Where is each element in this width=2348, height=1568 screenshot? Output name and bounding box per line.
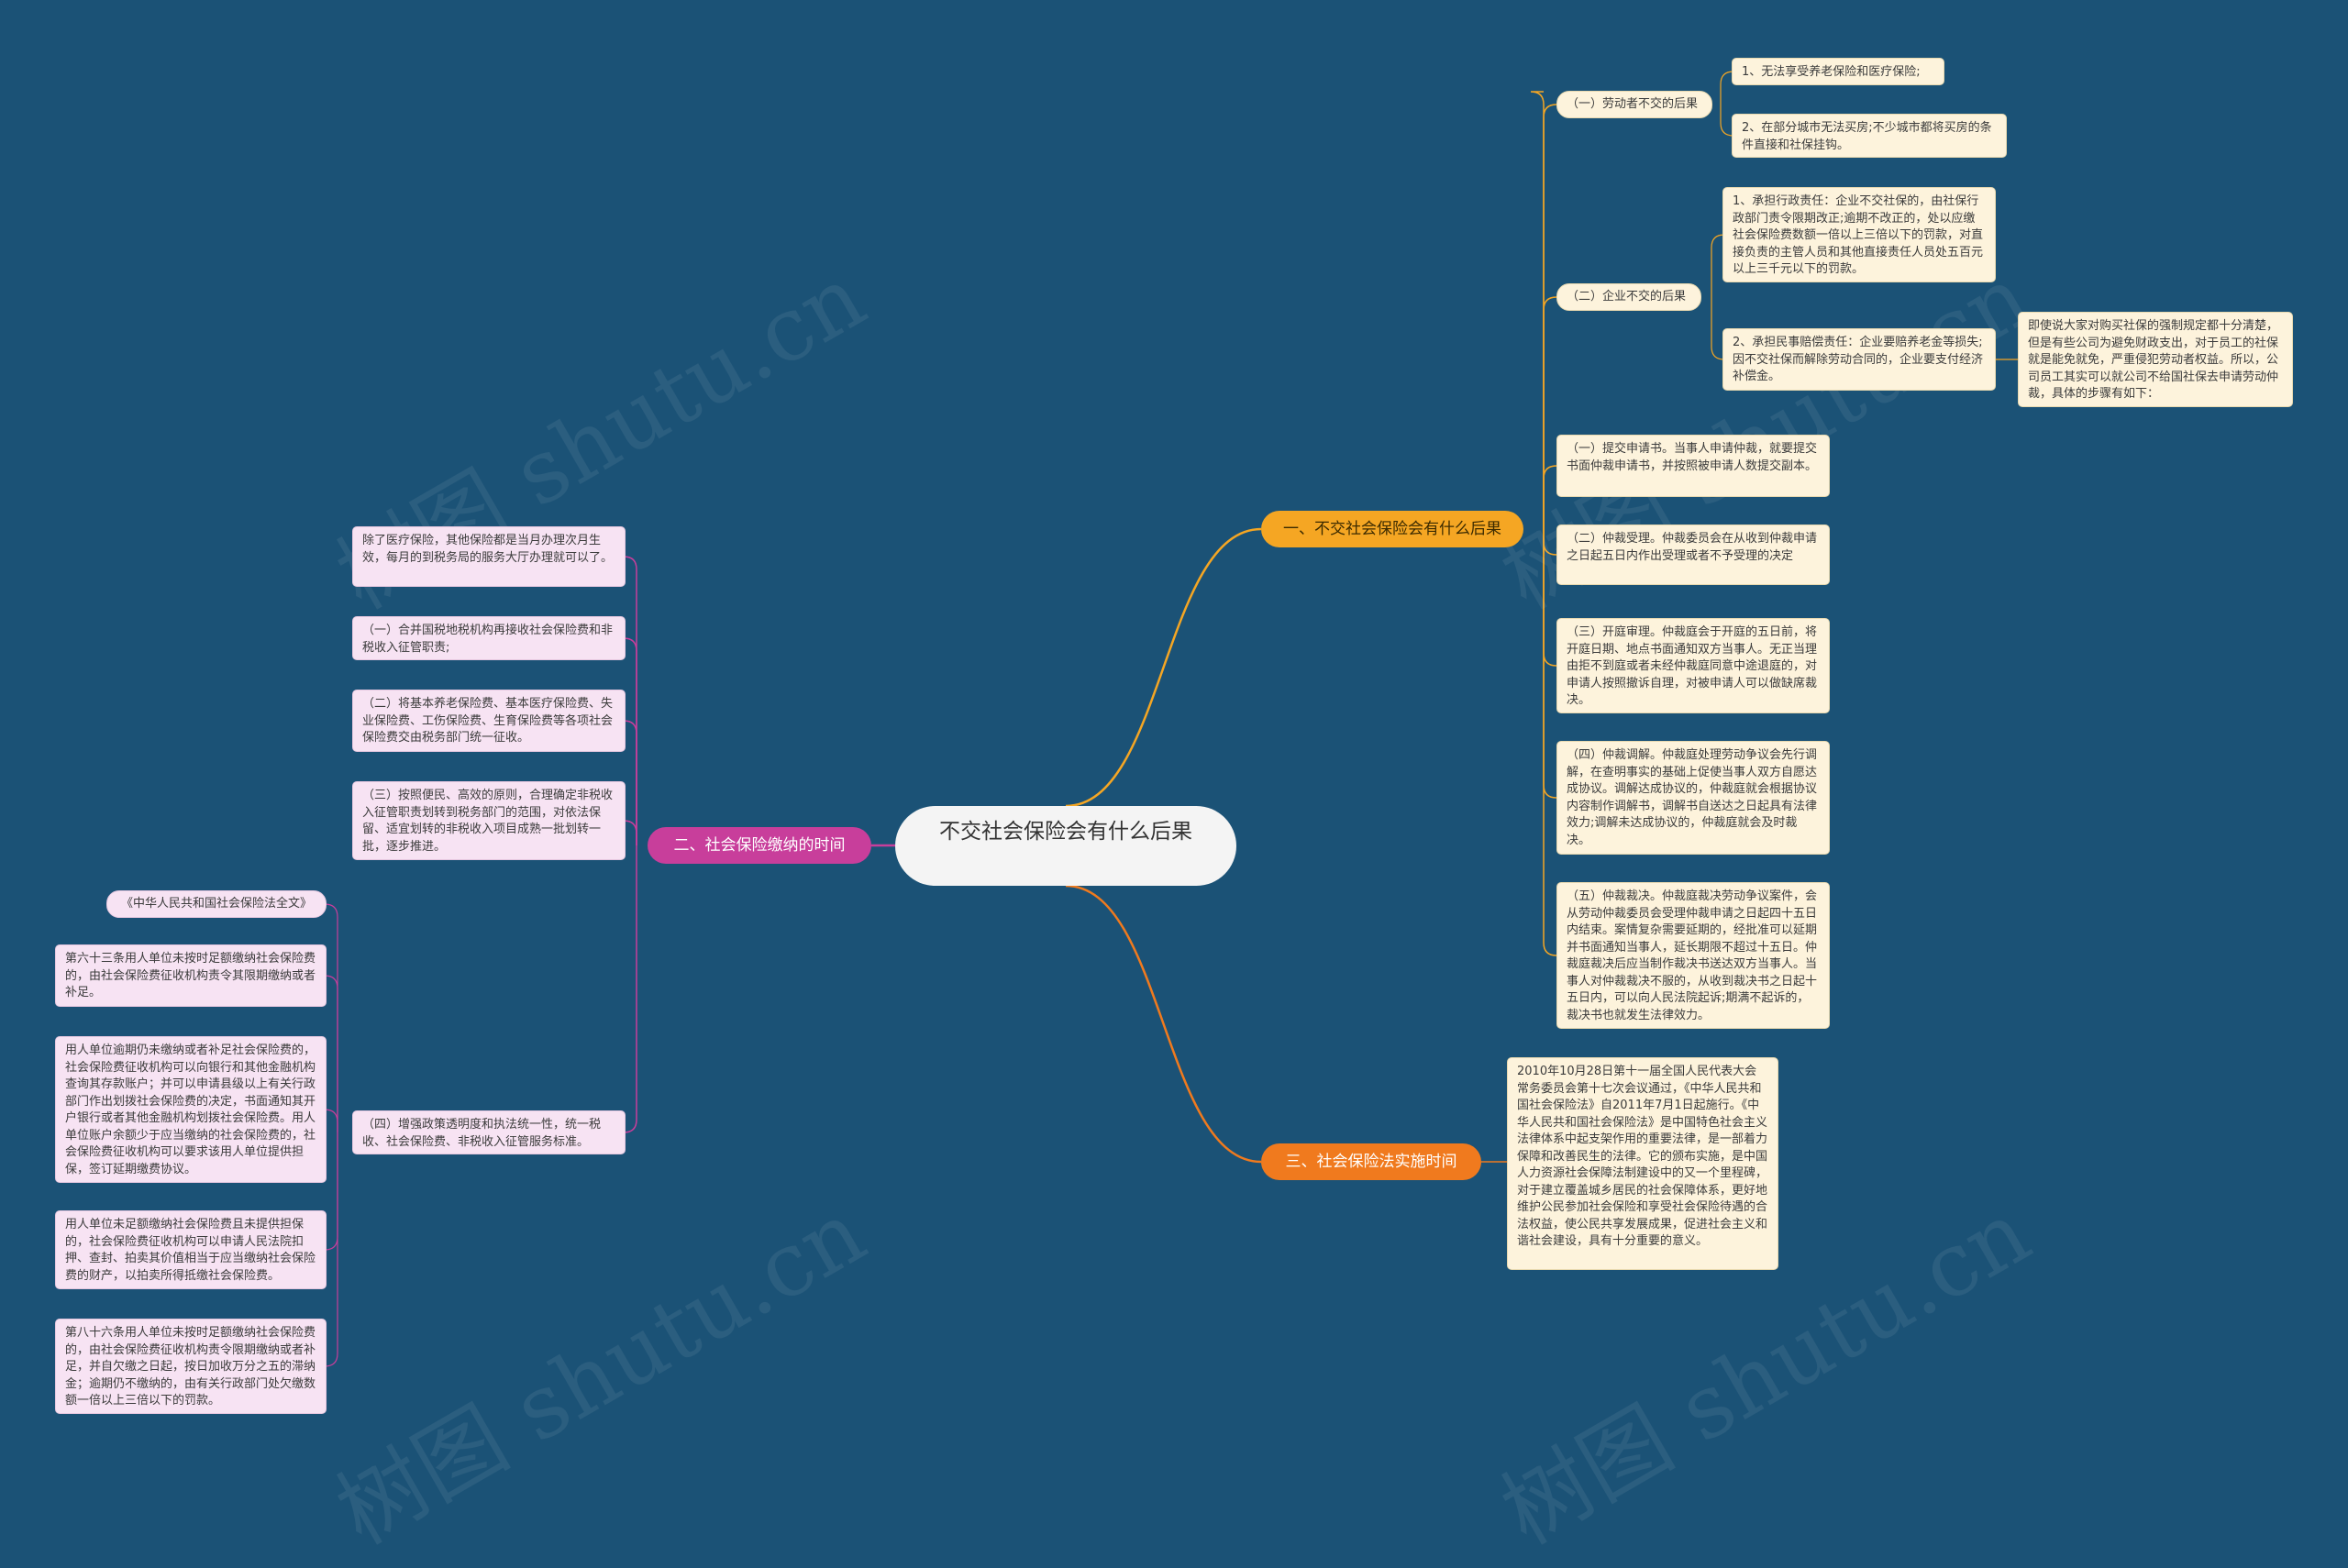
connector [623,845,637,1133]
social-insurance-law-ref[interactable]: 《中华人民共和国社会保险法全文》 [106,890,327,918]
worker-consequence-item[interactable]: 2、在部分城市无法买房;不少城市都将买房的条件直接和社保挂钩。 [1732,114,2007,158]
connector [1543,529,1557,799]
connector [1543,465,1557,529]
connector [1065,527,1262,808]
branch-consequences[interactable]: 一、不交社会保险会有什么后果 [1261,511,1523,547]
connector [324,1109,338,1132]
arbitration-step[interactable]: （五）仲裁裁决。仲裁庭裁决劳动争议案件，会从劳动仲裁委员会受理仲裁申请之日起四十… [1556,882,1830,1029]
connector [1543,529,1557,556]
root-topic[interactable]: 不交社会保险会有什么后果 [895,806,1236,886]
worker-consequence-node[interactable]: （一）劳动者不交的后果 [1556,91,1712,118]
connector [324,903,338,1132]
law-article[interactable]: 用人单位未足额缴纳社会保险费且未提供担保的，社会保险费征收机构可以申请人民法院扣… [55,1210,327,1289]
connector [1543,529,1557,956]
connector [1065,884,1262,1164]
payment-time-item[interactable]: 除了医疗保险，其他保险都是当月办理次月生效，每月的到税务局的服务大厅办理就可以了… [352,526,626,587]
connector [623,556,637,845]
payment-time-item[interactable]: （二）将基本养老保险费、基本医疗保险费、失业保险费、工伤保险费、生育保险费等各项… [352,690,626,752]
connector [1543,296,1557,529]
branch-implementation-time[interactable]: 三、社会保险法实施时间 [1261,1143,1481,1180]
worker-consequence-item[interactable]: 1、无法享受养老保险和医疗保险; [1732,58,1944,85]
implementation-time-text[interactable]: 2010年10月28日第十一届全国人民代表大会常务委员会第十七次会议通过，《中华… [1507,1057,1778,1270]
arbitration-step[interactable]: （三）开庭审理。仲裁庭会于开庭的五日前，将开庭日期、地点书面通知双方当事人。无正… [1556,618,1830,713]
branch-payment-time[interactable]: 二、社会保险缴纳的时间 [648,827,871,864]
arbitration-step[interactable]: （四）仲裁调解。仲裁庭处理劳动争议会先行调解，在查明事实的基础上促使当事人双方自… [1556,741,1830,855]
connector [1530,91,1545,529]
payment-time-item[interactable]: （四）增强政策透明度和执法统一性，统一税收、社会保险费、非税收入征管服务标准。 [352,1110,626,1154]
connector [623,820,637,845]
payment-time-item[interactable]: （一）合并国税地税机构再接收社会保险费和非税收入征管职责; [352,616,626,660]
law-article[interactable]: 第六十三条用人单位未按时足额缴纳社会保险费的，由社会保险费征收机构责令其限期缴纳… [55,944,327,1007]
payment-time-item[interactable]: （三）按照便民、高效的原则，合理确定非税收入征管职责划转到税务部门的范围，对依法… [352,781,626,860]
arbitration-step[interactable]: （二）仲裁受理。仲裁委员会在从收到仲裁申请之日起五日内作出受理或者不予受理的决定 [1556,525,1830,585]
law-article[interactable]: 第八十六条用人单位未按时足额缴纳社会保险费的，由社会保险费征收机构责令限期缴纳或… [55,1319,327,1414]
connector [324,1132,338,1251]
connector [623,637,637,845]
connector [324,975,338,1132]
law-article[interactable]: 用人单位逾期仍未缴纳或者补足社会保险费的，社会保险费征收机构可以向银行和其他金融… [55,1036,327,1183]
employer-consequence-item[interactable]: 2、承担民事赔偿责任：企业要赔养老金等损失;因不交社保而解除劳动合同的，企业要支… [1722,328,1996,391]
employer-consequence-node[interactable]: （二）企业不交的后果 [1556,283,1701,311]
employer-consequence-item[interactable]: 1、承担行政责任：企业不交社保的，由社保行政部门责令限期改正;逾期不改正的，处以… [1722,187,1996,282]
arbitration-step[interactable]: （一）提交申请书。当事人申请仲裁，就要提交书面仲裁申请书，并按照被申请人数提交副… [1556,435,1830,497]
arbitration-intro-note[interactable]: 即使说大家对购买社保的强制规定都十分清楚，但是有些公司为避免财政支出，对于员工的… [2018,312,2293,407]
